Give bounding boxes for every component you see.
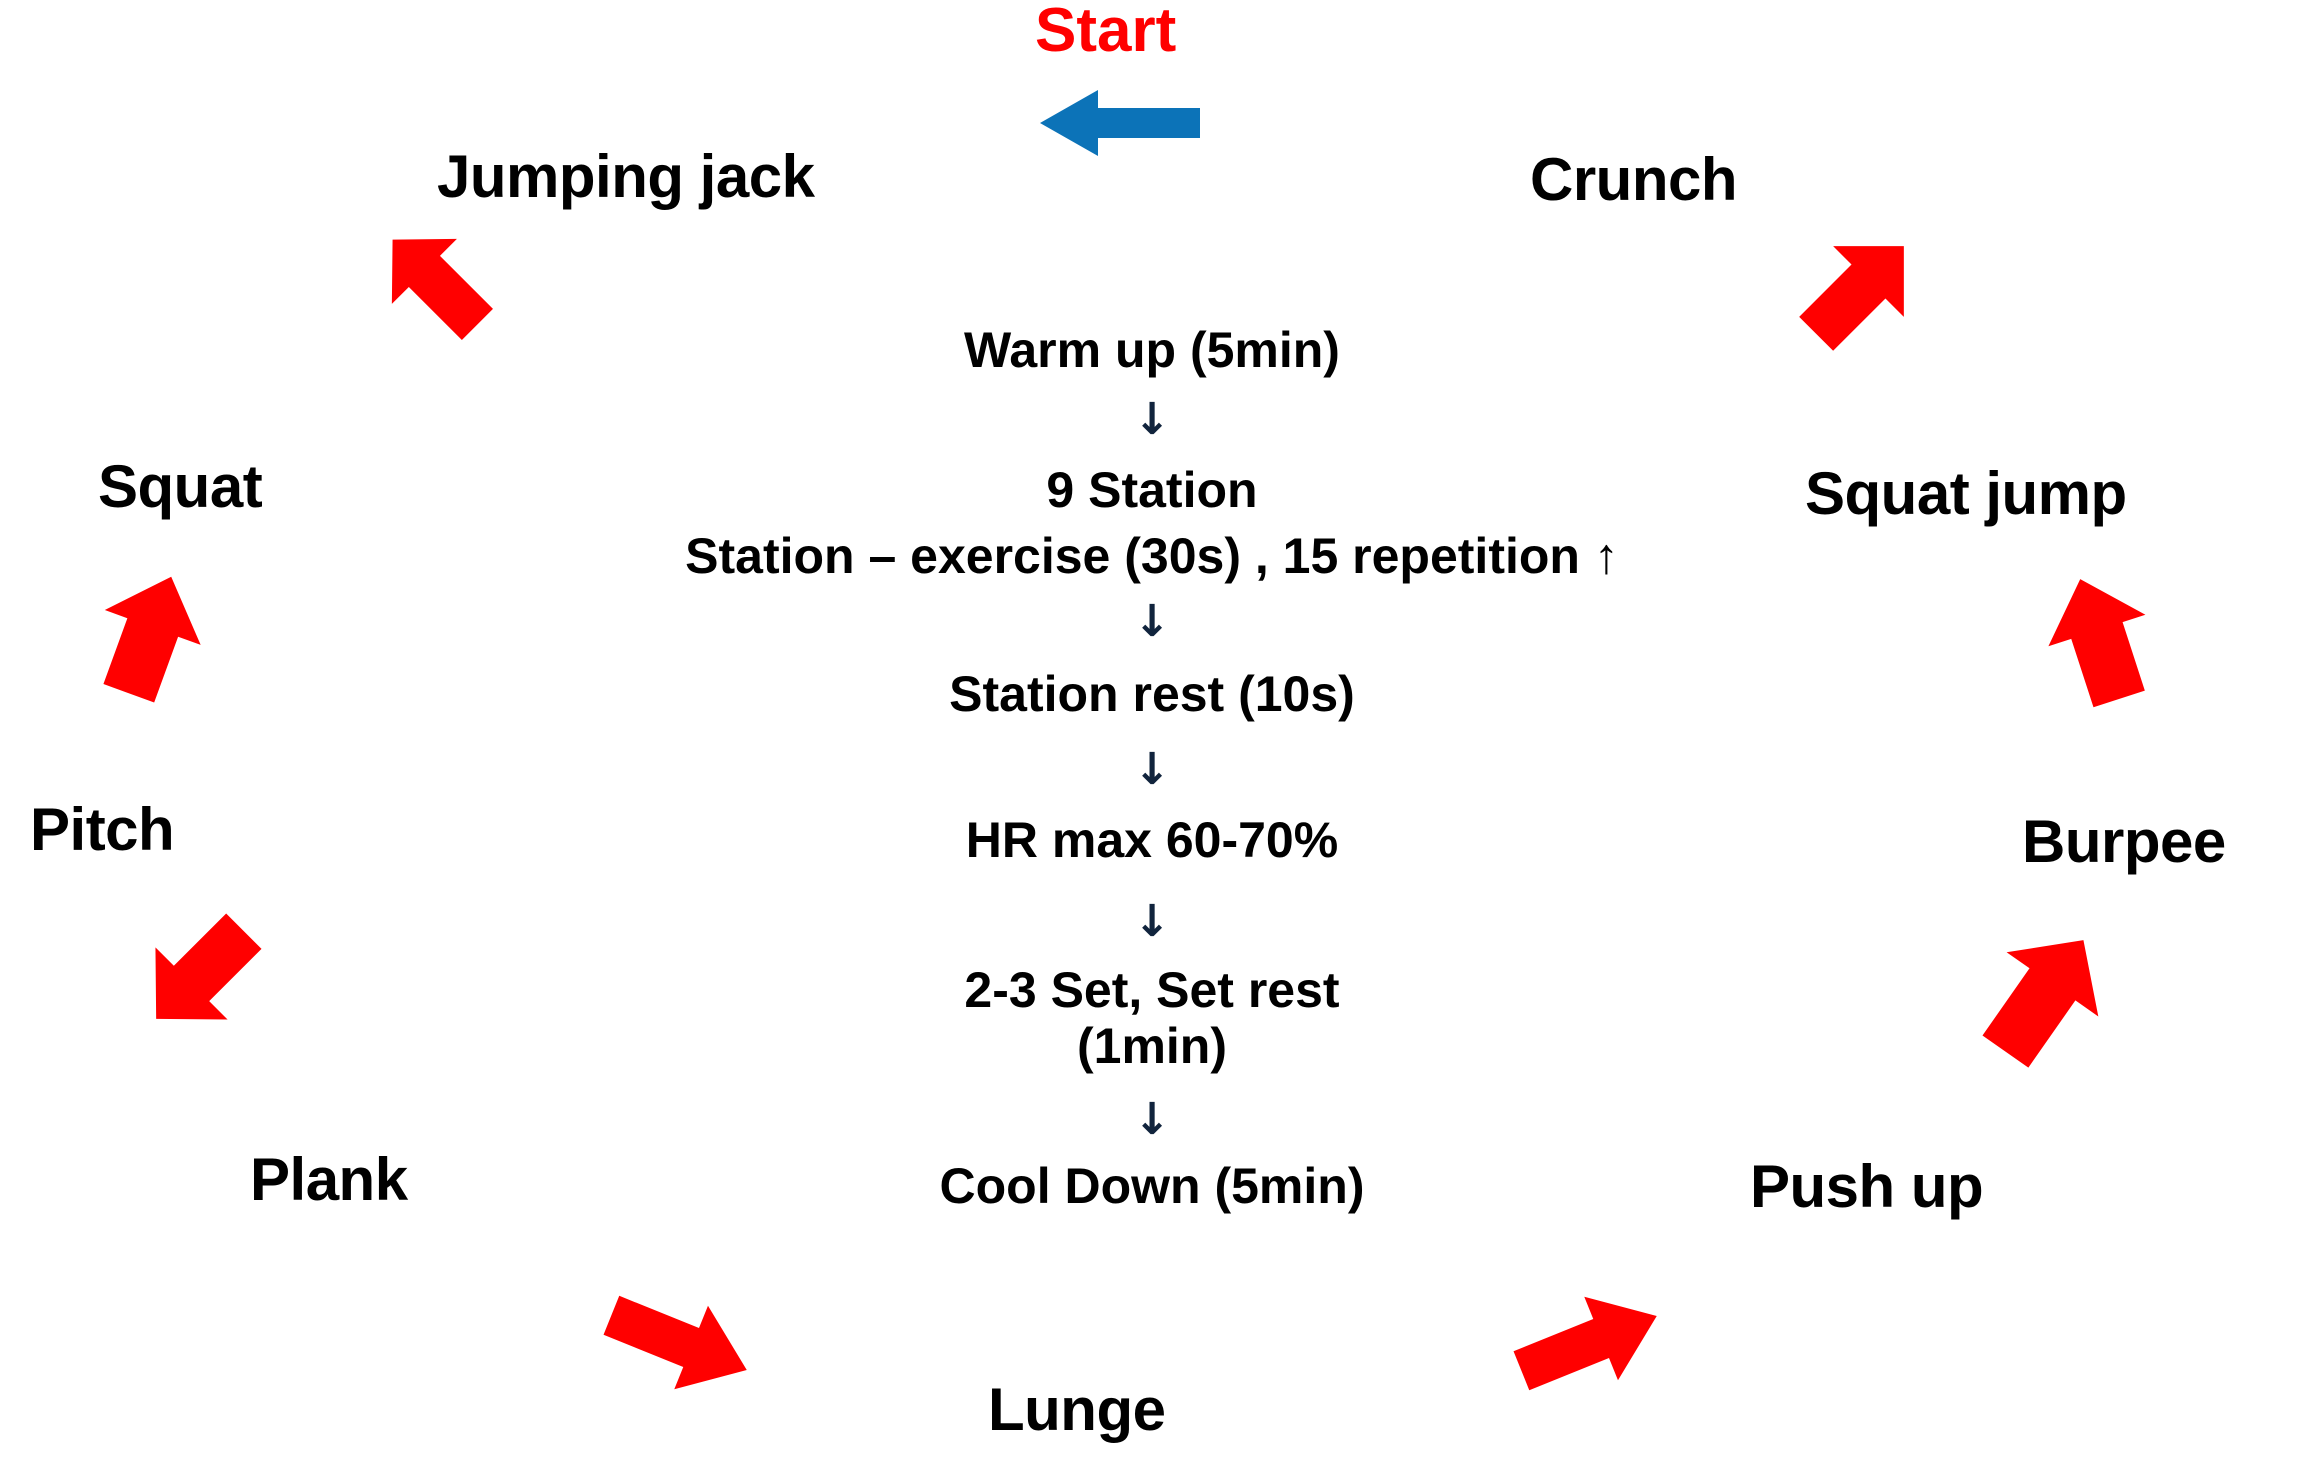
flow-step-hr-max: HR max 60-70% [965,812,1339,868]
flow-step-warm-up: Warm up (5min) [964,322,1340,378]
flow-step-cool-down: Cool Down (5min) [939,1158,1365,1214]
flow-connector-4: ↓ [1133,896,1171,947]
flow-connector-1: ↓ [1133,394,1171,445]
station-label-burpee: Burpee [2022,808,2226,875]
station-label-plank: Plank [250,1146,408,1213]
down-right-arrow-icon [155,913,262,1020]
flow-step-station-rest: Station rest (10s) [949,666,1355,722]
station-label-lunge: Lunge [988,1376,1166,1443]
station-label-push-up: Push up [1750,1153,1984,1220]
station-label-squat-jump: Squat jump [1805,460,2127,527]
down-left-arrow-icon [391,238,493,340]
start-label: Start [1035,0,1177,65]
flow-connector-2: ↓ [1133,596,1171,647]
down-arrow-icon [103,576,201,703]
flow-step-set-rest-duration: (1min) [1077,1018,1227,1074]
station-label-squat: Squat [98,453,263,520]
flow-connector-5: ↓ [1133,1094,1171,1145]
flow-step-station-exercise: Station – exercise (30s) , 15 repetition… [685,528,1619,584]
flow-connector-3: ↓ [1133,744,1171,795]
start-blue-arrow-icon [1040,90,1200,156]
flow-step-sets: 2-3 Set, Set rest [964,962,1340,1018]
station-label-pitch: Pitch [30,796,175,863]
right-down-arrow-icon [603,1295,747,1390]
up-right-arrow-icon [2048,579,2146,708]
up-right-shallow-arrow-icon [1982,940,2099,1068]
flow-step-9-station: 9 Station [1046,462,1258,518]
right-up-arrow-icon [1513,1296,1657,1391]
station-label-jumping-jack: Jumping jack [437,143,815,210]
station-label-crunch: Crunch [1530,146,1738,213]
up-arrow-icon [1799,246,1904,351]
